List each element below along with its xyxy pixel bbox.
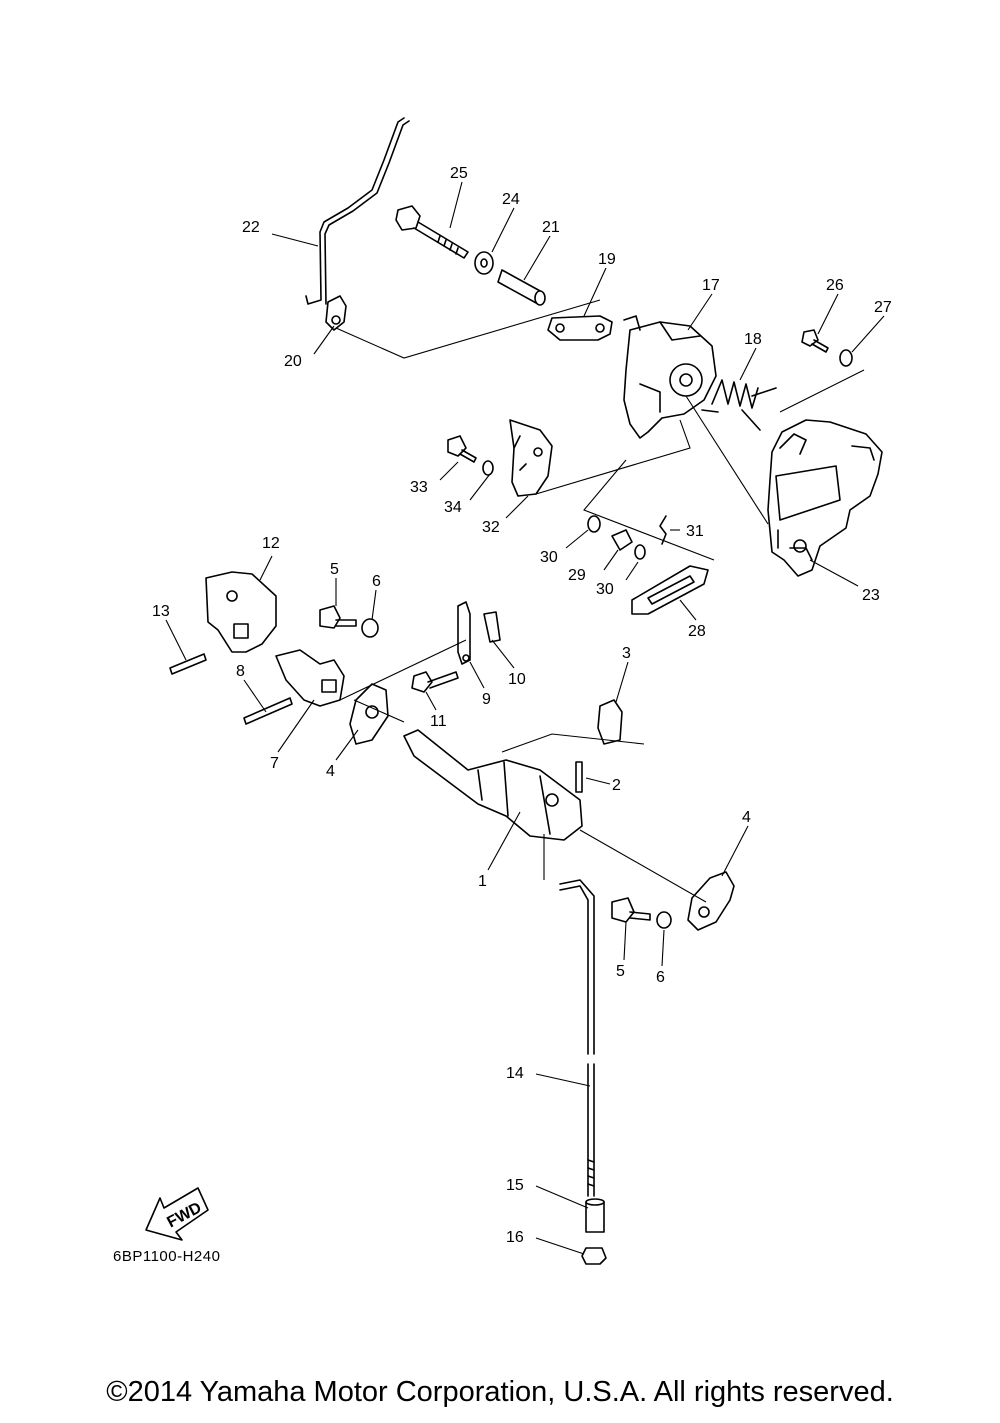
part-29-collar xyxy=(611,529,633,551)
part-22-rod xyxy=(305,117,405,305)
callout-33: 33 xyxy=(410,479,428,496)
part-6-washer-lower xyxy=(656,911,672,929)
part-6-washer-upper xyxy=(361,618,379,638)
assembly-lines xyxy=(335,299,865,903)
callout-1: 1 xyxy=(478,873,487,890)
part-30-washer-b xyxy=(634,544,646,560)
part-10-plate xyxy=(483,611,501,643)
callout-4-upper: 4 xyxy=(326,763,335,780)
part-8-pin xyxy=(243,697,293,725)
part-11-bolt xyxy=(411,671,433,693)
part-19-link xyxy=(547,315,613,341)
part-31-clip xyxy=(659,515,667,545)
part-7-detent xyxy=(275,649,345,707)
part-4-arm-lower xyxy=(687,871,735,931)
part-4-arm-upper xyxy=(349,683,389,745)
part-drawings xyxy=(145,117,883,1265)
fwd-arrow xyxy=(145,1187,209,1241)
callout-26: 26 xyxy=(826,277,844,294)
callout-20: 20 xyxy=(284,353,302,370)
callout-18: 18 xyxy=(744,331,762,348)
callout-15: 15 xyxy=(506,1177,524,1194)
callout-9: 9 xyxy=(482,691,491,708)
callout-32: 32 xyxy=(482,519,500,536)
leader-lines xyxy=(165,181,885,1255)
callout-29: 29 xyxy=(568,567,586,584)
callout-16: 16 xyxy=(506,1229,524,1246)
part-34-washer xyxy=(482,460,494,476)
callout-7: 7 xyxy=(270,755,279,772)
callout-24: 24 xyxy=(502,191,520,208)
callout-30-b: 30 xyxy=(596,581,614,598)
part-26-bolt xyxy=(801,329,819,347)
part-1-shaft xyxy=(403,729,583,841)
part-12-lever xyxy=(205,571,277,653)
part-14-rod-upper xyxy=(559,879,595,1055)
callout-5-lower: 5 xyxy=(616,963,625,980)
callout-5-upper: 5 xyxy=(330,561,339,578)
part-27-washer xyxy=(839,349,853,367)
callout-8: 8 xyxy=(236,663,245,680)
callouts: 22 25 24 21 19 17 18 26 27 20 33 34 32 3… xyxy=(152,165,892,1246)
callout-6-lower: 6 xyxy=(656,969,665,986)
callout-25: 25 xyxy=(450,165,468,182)
callout-27: 27 xyxy=(874,299,892,316)
part-30-washer-a xyxy=(587,515,601,533)
part-24-washer xyxy=(474,251,494,275)
callout-34: 34 xyxy=(444,499,462,516)
part-28-slider xyxy=(631,565,709,615)
part-25-bolt xyxy=(395,205,421,231)
callout-21: 21 xyxy=(542,219,560,236)
callout-30-a: 30 xyxy=(540,549,558,566)
part-13-pin xyxy=(169,653,207,675)
part-15-spacer xyxy=(585,1201,605,1233)
part-16-nut xyxy=(581,1247,607,1265)
part-2-pin xyxy=(575,761,583,793)
part-9-plate xyxy=(457,601,471,665)
callout-17: 17 xyxy=(702,277,720,294)
part-5-bolt-upper xyxy=(319,605,341,629)
copyright-notice: ©2014 Yamaha Motor Corporation, U.S.A. A… xyxy=(106,1376,894,1408)
part-32-plate xyxy=(509,419,553,497)
callout-13: 13 xyxy=(152,603,170,620)
part-23-bracket xyxy=(767,419,883,577)
callout-12: 12 xyxy=(262,535,280,552)
callout-28: 28 xyxy=(688,623,706,640)
callout-2: 2 xyxy=(612,777,621,794)
callout-6-upper: 6 xyxy=(372,573,381,590)
callout-4-lower: 4 xyxy=(742,809,751,826)
part-33-bolt xyxy=(447,435,467,457)
callout-11: 11 xyxy=(430,713,447,730)
callout-14: 14 xyxy=(506,1065,524,1082)
callout-3: 3 xyxy=(622,645,631,662)
part-20-rod-end xyxy=(325,295,347,331)
part-3-clip xyxy=(597,699,623,745)
part-18-spring xyxy=(711,379,777,409)
callout-10: 10 xyxy=(508,671,526,688)
callout-23: 23 xyxy=(862,587,880,604)
diagram-code: 6BP1100-H240 xyxy=(113,1248,221,1265)
callout-22: 22 xyxy=(242,219,260,236)
callout-19: 19 xyxy=(598,251,616,268)
callout-31: 31 xyxy=(686,523,704,540)
part-5-bolt-lower xyxy=(611,897,635,923)
